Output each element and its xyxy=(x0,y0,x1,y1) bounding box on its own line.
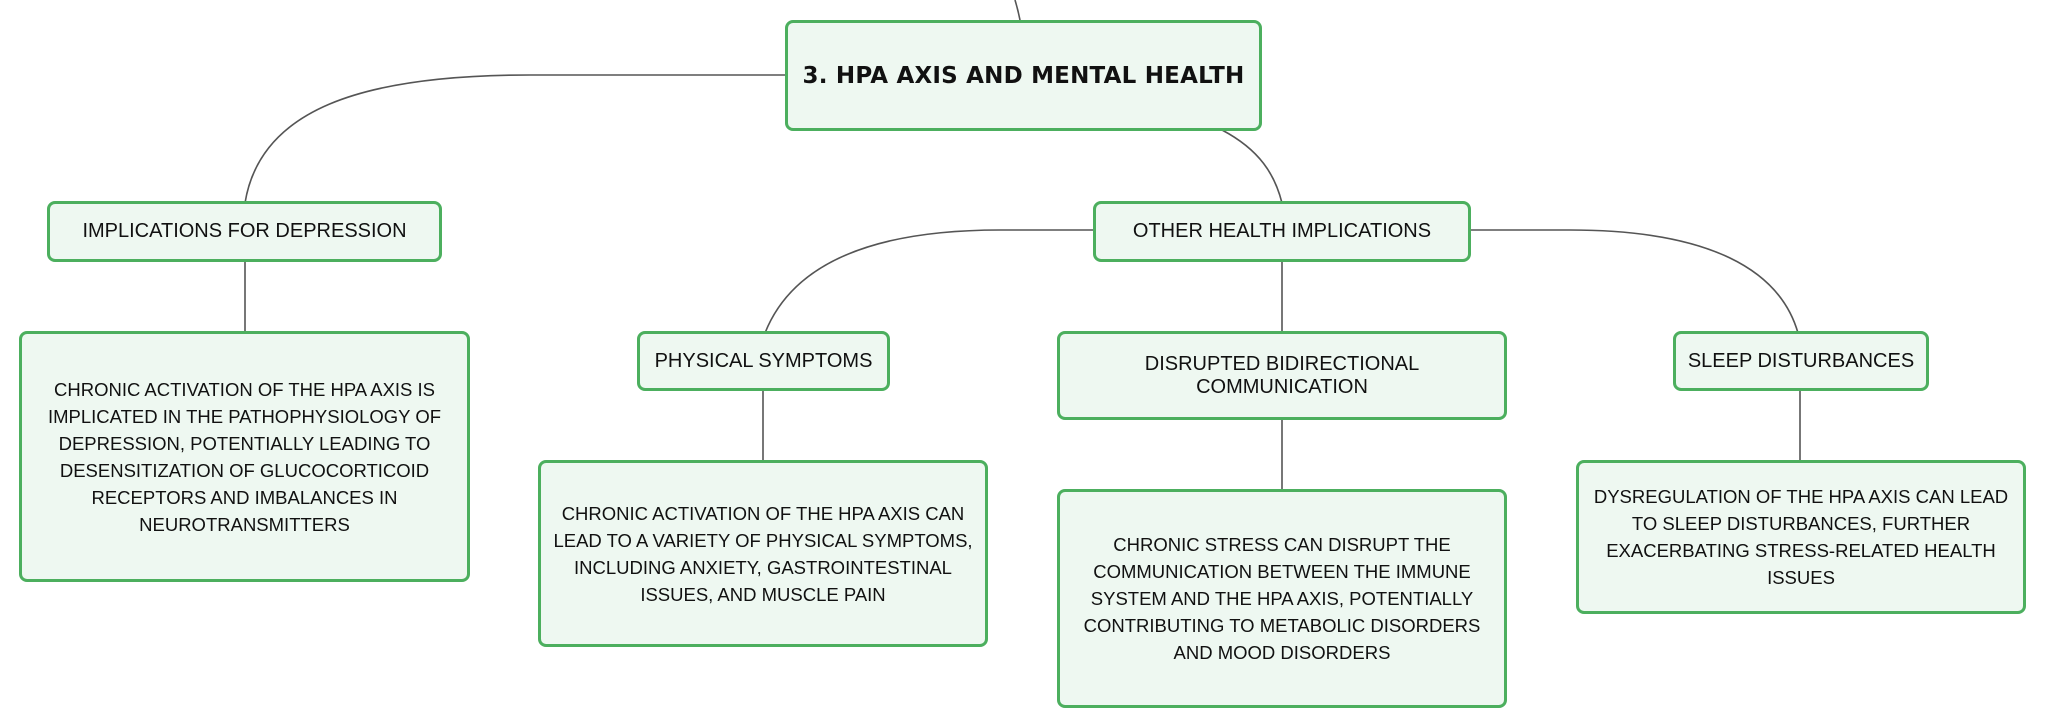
connector-parent-to-root xyxy=(1014,0,1021,21)
detail-sleep-disturbances[interactable]: DYSREGULATION OF THE HPA AXIS CAN LEAD T… xyxy=(1576,460,2026,614)
subtopic-disrupted-bidirectional-communication[interactable]: DISRUPTED BIDIRECTIONAL COMMUNICATION xyxy=(1057,331,1507,420)
subtopic-disrupted-bidirectional-communication-label: DISRUPTED BIDIRECTIONAL COMMUNICATION xyxy=(1144,352,1420,398)
detail-depression[interactable]: CHRONIC ACTIVATION OF THE HPA AXIS IS IM… xyxy=(19,331,470,582)
subtopic-sleep-disturbances[interactable]: SLEEP DISTURBANCES xyxy=(1673,331,1929,391)
detail-disrupted-communication[interactable]: CHRONIC STRESS CAN DISRUPT THE COMMUNICA… xyxy=(1057,489,1507,708)
subtopic-sleep-disturbances-label: SLEEP DISTURBANCES xyxy=(1687,349,1915,372)
detail-disrupted-communication-text: CHRONIC STRESS CAN DISRUPT THE COMMUNICA… xyxy=(1083,534,1481,663)
topic-implications-for-depression[interactable]: IMPLICATIONS FOR DEPRESSION xyxy=(47,201,442,262)
detail-sleep-disturbances-text: DYSREGULATION OF THE HPA AXIS CAN LEAD T… xyxy=(1593,486,2009,588)
connector-root-to-depression xyxy=(244,74,785,204)
topic-other-health-implications[interactable]: OTHER HEALTH IMPLICATIONS xyxy=(1093,201,1471,262)
connector-root-to-other xyxy=(1221,129,1283,204)
root-topic-node[interactable]: 3. HPA AXIS AND MENTAL HEALTH xyxy=(785,20,1262,131)
detail-physical-symptoms-text: CHRONIC ACTIVATION OF THE HPA AXIS CAN L… xyxy=(553,502,973,605)
connector-other-to-sleep xyxy=(1470,229,1799,334)
detail-physical-symptoms[interactable]: CHRONIC ACTIVATION OF THE HPA AXIS CAN L… xyxy=(538,460,988,647)
topic-other-health-implications-label: OTHER HEALTH IMPLICATIONS xyxy=(1132,220,1432,242)
subtopic-physical-symptoms[interactable]: PHYSICAL SYMPTOMS xyxy=(637,331,890,391)
root-topic-title: 3. HPA AXIS AND MENTAL HEALTH xyxy=(802,62,1245,89)
detail-depression-text: CHRONIC ACTIVATION OF THE HPA AXIS IS IM… xyxy=(47,378,442,535)
topic-implications-for-depression-label: IMPLICATIONS FOR DEPRESSION xyxy=(82,220,407,242)
subtopic-physical-symptoms-label: PHYSICAL SYMPTOMS xyxy=(654,349,873,372)
connector-other-to-physical xyxy=(764,229,1095,334)
